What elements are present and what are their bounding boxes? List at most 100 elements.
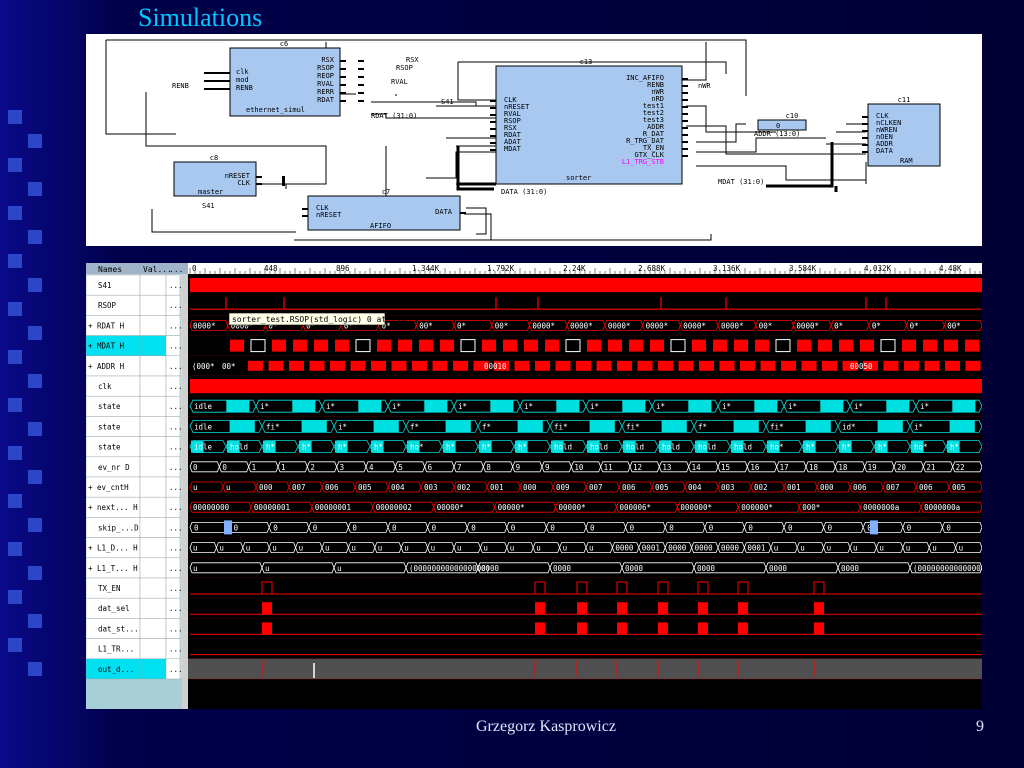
signal-value-cell[interactable] (139, 375, 167, 397)
signal-value-cell[interactable] (139, 537, 167, 559)
time-ruler[interactable] (188, 263, 982, 274)
names-column-header[interactable]: Names (98, 265, 122, 274)
svg-text:S41: S41 (202, 202, 215, 210)
wave-row[interactable] (188, 537, 982, 558)
state-fill (731, 440, 744, 453)
signal-value-cell[interactable] (139, 658, 167, 680)
state-fill (803, 440, 816, 453)
signal-name: dat_st... (98, 624, 139, 633)
state-fill (229, 420, 255, 433)
bus-value: 000* (802, 503, 820, 512)
bus-value: u (431, 544, 436, 553)
state-value: h* (806, 443, 815, 452)
signal-more: ... (169, 362, 183, 371)
signal-name: + ev_cntH (88, 483, 129, 492)
bus-value: 3 (340, 463, 345, 472)
wave-row[interactable] (188, 295, 982, 316)
signal-value-cell[interactable] (139, 355, 167, 377)
svg-text:test2: test2 (643, 109, 664, 117)
signal-more: ... (169, 402, 183, 411)
state-value: ho* (914, 443, 928, 452)
addr-block (514, 360, 530, 371)
bus-value: 00000* (437, 503, 464, 512)
signal-value-cell[interactable] (139, 557, 167, 579)
mdat-block (797, 339, 811, 352)
wave-row[interactable] (188, 517, 982, 538)
signal-pulse (814, 622, 824, 635)
signal-value-cell[interactable] (139, 496, 167, 518)
signal-value-cell[interactable] (139, 335, 167, 357)
wave-row[interactable] (188, 557, 982, 578)
wave-row[interactable] (188, 658, 982, 679)
block-ethernet-simul: c6 clk mod RENB RSX RSOP REOP RVAL RERR … (229, 40, 341, 117)
ruler-label: 3.584K (789, 264, 817, 273)
mdat-block (335, 339, 349, 352)
mdat-block (460, 339, 476, 353)
values-column-header[interactable]: Val... (143, 265, 172, 274)
wave-row[interactable] (188, 436, 982, 457)
wave-row[interactable] (188, 477, 982, 498)
signal-pulse (576, 581, 588, 594)
state-fill (479, 440, 492, 453)
wave-row[interactable] (188, 638, 982, 659)
wave-row[interactable] (188, 578, 982, 599)
mdat-block (629, 339, 643, 352)
state-fill (443, 440, 456, 453)
signal-name: out_d... (98, 665, 134, 674)
block-afifo: c7 S41 CLK nRESET DATA AFIFO (202, 188, 461, 231)
bus-value: 000 (259, 483, 273, 492)
skip-value: 0 (352, 523, 357, 532)
bus-value: u (246, 544, 251, 553)
svg-text:TX_EN: TX_EN (643, 144, 664, 152)
signal-value-cell[interactable] (139, 476, 167, 498)
bus-value: u (510, 544, 515, 553)
state-fill (517, 420, 543, 433)
state-fill (373, 420, 399, 433)
signal-value-cell[interactable] (139, 618, 167, 639)
state-value: h* (950, 443, 959, 452)
state-value: i* (914, 422, 923, 431)
skip-value: 0 (313, 523, 318, 532)
addr-block (842, 360, 858, 371)
decor-square (28, 614, 42, 628)
decor-square (8, 446, 22, 460)
signal-more-cell[interactable] (165, 658, 181, 680)
signal-value-cell[interactable] (139, 597, 167, 619)
state-value: f* (410, 422, 419, 431)
state-fill (515, 440, 528, 453)
svg-text:c10: c10 (786, 112, 799, 120)
signal-value-cell[interactable] (139, 315, 167, 336)
mdat-block (818, 339, 832, 352)
signal-value-cell[interactable] (139, 395, 167, 417)
skip-segment (941, 521, 982, 533)
signal-value-cell[interactable] (139, 294, 167, 316)
addr-block (863, 360, 878, 371)
signal-value-cell[interactable] (139, 456, 167, 478)
decor-square (8, 302, 22, 316)
state-fill (587, 440, 600, 453)
signal-more: ... (169, 604, 183, 613)
signal-pulse (813, 581, 825, 594)
signal-value-cell[interactable] (139, 416, 167, 437)
state-value: h* (374, 443, 383, 452)
signal-name-cell[interactable] (86, 274, 141, 296)
bus-value: 001 (490, 483, 504, 492)
state-fill (947, 440, 960, 453)
signal-pulse (737, 581, 749, 594)
signal-value-cell[interactable] (139, 274, 167, 296)
more-column-header[interactable]: ... (169, 265, 183, 274)
signal-value-cell[interactable] (139, 638, 167, 660)
state-value: idle (194, 402, 213, 411)
state-value: i* (338, 422, 347, 431)
signal-value-cell[interactable] (139, 436, 167, 458)
addr-block (391, 360, 407, 371)
signal-value-cell[interactable] (139, 577, 167, 599)
signal-name-cell[interactable] (86, 375, 141, 397)
ruler-label: 1.792K (487, 264, 515, 273)
signal-value-cell[interactable] (139, 517, 167, 538)
state-fill (292, 400, 316, 413)
signal-name: ev_nr D (98, 463, 130, 472)
svg-text:mod: mod (236, 76, 249, 84)
wave-row[interactable] (188, 396, 982, 417)
